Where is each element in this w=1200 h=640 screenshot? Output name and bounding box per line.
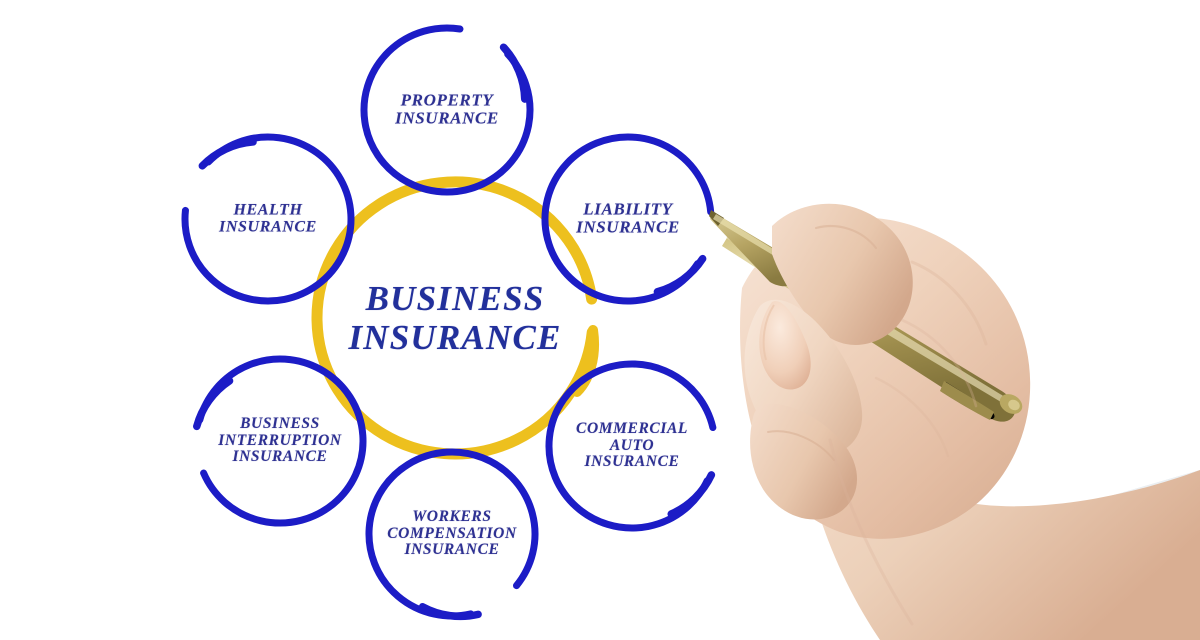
middle-finger-crease (767, 430, 835, 461)
pen-end-button-top (1008, 399, 1020, 411)
center-ring-yellow (311, 176, 598, 460)
thumbnail-edge (762, 304, 775, 361)
wrist-shade (828, 438, 914, 626)
node-ring-property (360, 24, 534, 196)
hand-knuckle-shade-3 (874, 376, 950, 458)
hand-knuckle-shade-1 (910, 260, 988, 346)
node-ring-workers-compensation (365, 448, 539, 620)
index-finger-crease (814, 224, 878, 250)
node-ring-tail-liability (653, 254, 707, 296)
wrist (792, 380, 1200, 640)
middle-finger (750, 403, 858, 520)
node-ring-liability (541, 133, 715, 305)
node-ring-commercial-auto (545, 360, 717, 532)
pen-clip-shape (940, 381, 994, 420)
node-ring-tail-business-interruption (193, 377, 234, 431)
node-ring-tail-property (499, 43, 529, 103)
node-ring-tail-health (198, 138, 257, 170)
node-ring-business-interruption (196, 355, 367, 527)
node-ring-tail-workers-compensation (418, 603, 482, 621)
node-ring-tail-commercial-auto (667, 471, 716, 518)
node-ring-health (181, 133, 355, 305)
index-finger (772, 203, 913, 345)
hand-knuckle-shade-2 (900, 318, 978, 408)
thumbnail (759, 301, 811, 390)
center-ring-tail (572, 325, 599, 397)
